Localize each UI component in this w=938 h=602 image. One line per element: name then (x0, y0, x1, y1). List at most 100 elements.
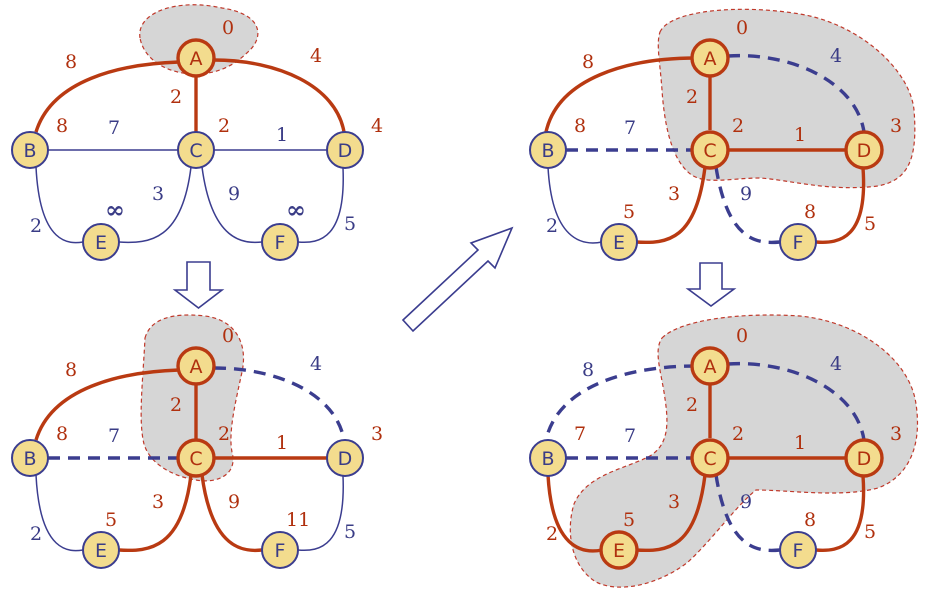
edge-weight-step4-D-F: 5 (864, 521, 876, 543)
node-label-step3-D: D (857, 140, 872, 162)
node-label-step1-A: A (190, 48, 203, 70)
node-step3-B (529, 131, 567, 169)
node-label-step2-B: B (23, 448, 36, 470)
edge-weight-step4-B-C: 7 (624, 425, 636, 447)
edge-step3-C-F (714, 166, 781, 245)
visited-cloud-step4 (569, 314, 919, 588)
edge-weight-step4-C-F: 9 (740, 491, 752, 513)
edge-weight-step2-D-F: 5 (344, 521, 356, 543)
visited-cloud-step2 (140, 314, 245, 482)
node-label-step3-E: E (613, 232, 625, 254)
diagonal-arrow (401, 226, 514, 333)
edge-step2-D-F (297, 475, 344, 552)
node-distance-step2-D: 3 (371, 423, 383, 445)
edge-weight-step4-B-E: 2 (546, 523, 558, 545)
node-step4-C (690, 438, 730, 478)
edge-step4-A-D (727, 361, 866, 441)
node-distance-step3-E: 5 (623, 201, 635, 223)
edge-step1-C-F (201, 166, 263, 244)
node-distance-step1-D: 4 (371, 115, 383, 137)
node-step2-E (82, 531, 120, 569)
edge-weight-step4-A-B: 8 (582, 359, 594, 381)
edge-step3-A-D (727, 53, 866, 133)
edge-step1-C-E (118, 166, 192, 244)
edge-weight-step1-A-C: 2 (170, 86, 182, 108)
node-distance-step3-F: 8 (804, 201, 816, 223)
node-label-step4-F: F (793, 540, 804, 562)
edge-step2-C-F (200, 474, 263, 553)
edge-weight-step2-C-E: 3 (152, 491, 164, 513)
node-distance-step2-B: 8 (56, 423, 68, 445)
node-distance-step1-E: ∞ (105, 195, 125, 224)
edge-weight-step3-A-B: 8 (582, 51, 594, 73)
edge-weight-step4-C-D: 1 (794, 432, 806, 454)
node-distance-step1-A: 0 (222, 17, 234, 39)
node-step1-B (11, 131, 49, 169)
node-step1-E (82, 223, 120, 261)
edge-step4-A-B (544, 364, 697, 441)
node-distance-step2-E: 5 (105, 509, 117, 531)
node-step3-F (779, 223, 817, 261)
node-distance-step3-C: 2 (732, 115, 744, 137)
node-step2-F (261, 531, 299, 569)
edge-weight-step3-B-E: 2 (546, 215, 558, 237)
edge-step2-A-D (213, 366, 346, 441)
edge-weight-step1-D-F: 5 (344, 213, 356, 235)
node-step1-C (177, 131, 215, 169)
edge-weight-step2-A-D: 4 (310, 353, 322, 375)
node-step2-A (176, 346, 216, 386)
edge-step3-B-E (547, 166, 603, 244)
edge-weight-step4-A-C: 2 (686, 394, 698, 416)
edge-weight-step3-C-E: 3 (668, 183, 680, 205)
edge-weight-step2-A-C: 2 (170, 394, 182, 416)
node-step2-B (11, 439, 49, 477)
edge-step1-A-B (34, 60, 180, 133)
node-distance-step3-D: 3 (890, 115, 902, 137)
edge-step2-A-B (34, 368, 180, 441)
node-distance-step3-A: 0 (736, 17, 748, 39)
node-label-step4-D: D (857, 448, 872, 470)
edges-layer (34, 53, 866, 553)
node-label-step3-F: F (793, 232, 804, 254)
edge-weight-step3-A-C: 2 (686, 86, 698, 108)
node-distance-step4-E: 5 (623, 509, 635, 531)
edge-step2-C-E (118, 474, 193, 553)
node-label-step4-B: B (541, 448, 554, 470)
node-label-step4-A: A (704, 356, 717, 378)
edge-weight-step4-C-E: 3 (668, 491, 680, 513)
node-step4-E (599, 530, 639, 570)
edge-weight-step2-C-F: 9 (228, 491, 240, 513)
node-label-step3-C: C (703, 140, 716, 162)
node-label-step4-C: C (703, 448, 716, 470)
node-label-step2-E: E (95, 540, 107, 562)
edge-step1-A-D (213, 58, 346, 133)
edge-step3-D-F (815, 167, 866, 244)
edge-weight-step3-A-D: 4 (830, 45, 842, 67)
edge-weight-step3-C-D: 1 (794, 124, 806, 146)
node-step1-D (326, 131, 364, 169)
node-step4-B (529, 439, 567, 477)
node-step3-E (600, 223, 638, 261)
edge-step4-C-F (714, 474, 781, 553)
node-label-step3-A: A (704, 48, 717, 70)
node-distance-step4-A: 0 (736, 325, 748, 347)
node-label-step1-C: C (189, 140, 202, 162)
edge-weight-step2-C-D: 1 (276, 432, 288, 454)
node-label-step2-F: F (275, 540, 286, 562)
edge-step4-C-E (635, 474, 707, 553)
node-distance-step3-B: 8 (574, 115, 586, 137)
edge-weight-step2-A-B: 8 (65, 359, 77, 381)
edge-weight-step1-B-E: 2 (30, 215, 42, 237)
edge-weight-step1-C-E: 3 (152, 183, 164, 205)
node-label-step2-A: A (190, 356, 203, 378)
node-distance-step2-C: 2 (218, 423, 230, 445)
node-step2-C (176, 438, 216, 478)
edge-weight-step4-A-D: 4 (830, 353, 842, 375)
node-distance-step4-B: 7 (574, 423, 586, 445)
node-distance-step4-F: 8 (804, 509, 816, 531)
node-distance-step4-C: 2 (732, 423, 744, 445)
down-arrow-left (172, 261, 225, 310)
